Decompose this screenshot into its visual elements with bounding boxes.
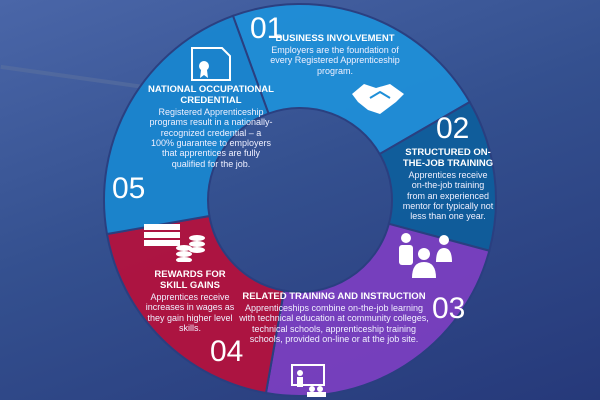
segment-05: NATIONAL OCCUPATIONAL CREDENTIAL Registe… bbox=[148, 84, 274, 169]
segment-03-title: RELATED TRAINING AND INSTRUCTION bbox=[242, 291, 426, 302]
segment-04: REWARDS FOR SKILL GAINS Apprentices rece… bbox=[140, 269, 240, 333]
certificate-icon bbox=[191, 47, 231, 81]
segment-02: STRUCTURED ON-THE-JOB TRAINING Apprentic… bbox=[402, 147, 494, 222]
segment-04-body: Apprentices receive increases in wages a… bbox=[145, 291, 235, 333]
segment-01-body: Employers are the foundation of every Re… bbox=[270, 44, 400, 76]
segment-03-number: 03 bbox=[432, 292, 466, 325]
segment-02-body: Apprentices receive on-the-job training … bbox=[402, 169, 494, 222]
segment-01-number: 01 bbox=[250, 12, 284, 45]
handshake-icon bbox=[352, 84, 404, 114]
segment-02-number: 02 bbox=[436, 112, 470, 145]
segment-01-wedge bbox=[231, 3, 472, 156]
segment-01-title: BUSINESS INVOLVEMENT bbox=[275, 33, 395, 44]
segment-05-wedge bbox=[103, 14, 270, 236]
segment-02-title: STRUCTURED ON-THE-JOB TRAINING bbox=[402, 147, 494, 169]
segment-04-number: 04 bbox=[210, 335, 244, 368]
segment-03-body: Apprenticeships combine on-the-job learn… bbox=[239, 302, 429, 344]
segment-05-body: Registered Apprenticeship programs resul… bbox=[149, 106, 273, 169]
segment-04-title: REWARDS FOR SKILL GAINS bbox=[154, 269, 226, 291]
segment-05-title: NATIONAL OCCUPATIONAL CREDENTIAL bbox=[148, 84, 274, 106]
mentor-people-icon bbox=[399, 233, 452, 278]
segment-01: BUSINESS INVOLVEMENT Employers are the f… bbox=[270, 33, 400, 76]
segment-03: RELATED TRAINING AND INSTRUCTION Apprent… bbox=[238, 291, 430, 344]
classroom-icon bbox=[291, 364, 326, 397]
segment-04-wedge bbox=[105, 214, 286, 395]
money-icon bbox=[144, 224, 205, 262]
segment-05-number: 05 bbox=[112, 172, 146, 205]
